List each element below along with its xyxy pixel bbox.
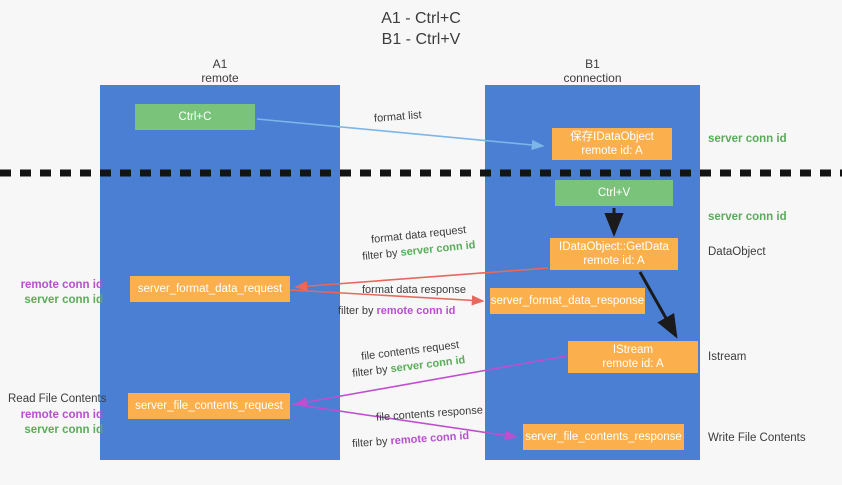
box-save-idataobject[interactable]: 保存IDataObject remote id: A — [552, 128, 672, 160]
label-read-file-contents: Read File Contents — [8, 393, 107, 405]
label-dataobject: DataObject — [708, 246, 766, 258]
filter-value-remote-conn-id: remote conn id — [376, 305, 456, 317]
label-format-list: format list — [373, 109, 423, 125]
label-right-server-conn-id-1: server conn id — [708, 133, 787, 145]
box-idataobject-getdata-remote-id: remote id: A — [583, 255, 645, 267]
label-left-remote-conn-id-1: remote conn id — [20, 279, 103, 291]
box-server-format-data-request[interactable]: server_format_data_request — [130, 276, 290, 302]
label-right-server-conn-id-2: server conn id — [708, 211, 787, 223]
box-server-file-contents-response[interactable]: server_file_contents_response — [523, 424, 684, 450]
swimlane-b1-name: B1 — [585, 57, 600, 71]
filter-prefix: filter by — [338, 305, 377, 317]
box-save-idataobject-remote-id: remote id: A — [581, 145, 643, 157]
box-idataobject-getdata-title: IDataObject::GetData — [559, 241, 669, 253]
box-save-idataobject-title: 保存IDataObject — [570, 131, 654, 143]
label-format-data-response: format data response — [362, 284, 466, 296]
box-server-format-data-request-label: server_format_data_request — [137, 283, 283, 295]
box-istream-remote-id: remote id: A — [602, 358, 664, 370]
swimlane-b1-header: B1 connection — [485, 57, 700, 85]
filter-prefix: filter by — [351, 435, 391, 451]
label-left-remote-conn-id-2: remote conn id — [20, 409, 103, 421]
box-server-file-contents-response-label: server_file_contents_response — [525, 431, 682, 443]
filter-prefix: filter by — [351, 363, 392, 380]
title-line-1: A1 - Ctrl+C — [381, 10, 461, 27]
box-server-file-contents-request[interactable]: server_file_contents_request — [128, 393, 290, 419]
filter-value-remote-conn-id: remote conn id — [390, 429, 470, 448]
label-left-server-conn-id-2: server conn id — [24, 424, 103, 436]
label-format-data-response-filter: filter by remote conn id — [338, 304, 455, 319]
box-idataobject-getdata[interactable]: IDataObject::GetData remote id: A — [550, 238, 678, 270]
box-istream-title: IStream — [612, 344, 654, 356]
filter-prefix: filter by — [361, 246, 402, 263]
box-ctrl-v[interactable]: Ctrl+V — [555, 180, 673, 206]
label-left-conn-group-2: remote conn id server conn id — [8, 408, 103, 438]
swimlane-a1-name: A1 — [212, 57, 228, 71]
label-left-server-conn-id-1: server conn id — [24, 294, 103, 306]
diagram-title: A1 - Ctrl+C B1 - Ctrl+V — [0, 8, 842, 50]
title-line-2: B1 - Ctrl+V — [381, 31, 461, 48]
box-ctrl-v-label: Ctrl+V — [597, 187, 631, 199]
box-ctrl-c[interactable]: Ctrl+C — [135, 104, 255, 130]
box-istream[interactable]: IStream remote id: A — [568, 341, 698, 373]
box-server-format-data-response-label: server_format_data_response — [490, 295, 645, 307]
label-left-conn-group-1: remote conn id server conn id — [8, 278, 103, 308]
swimlane-a1-header: A1 remote — [100, 57, 340, 85]
swimlane-a1-sub: remote — [201, 71, 239, 85]
box-ctrl-c-label: Ctrl+C — [178, 111, 212, 123]
label-write-file-contents: Write File Contents — [708, 432, 806, 444]
swimlane-b1-sub: connection — [563, 71, 622, 85]
label-file-contents-response-filter: filter by remote conn id — [352, 429, 470, 452]
box-server-format-data-response[interactable]: server_format_data_response — [490, 288, 645, 314]
label-file-contents-response: file contents response — [375, 404, 484, 424]
label-istream: Istream — [708, 351, 747, 363]
box-server-file-contents-request-label: server_file_contents_request — [135, 400, 283, 412]
